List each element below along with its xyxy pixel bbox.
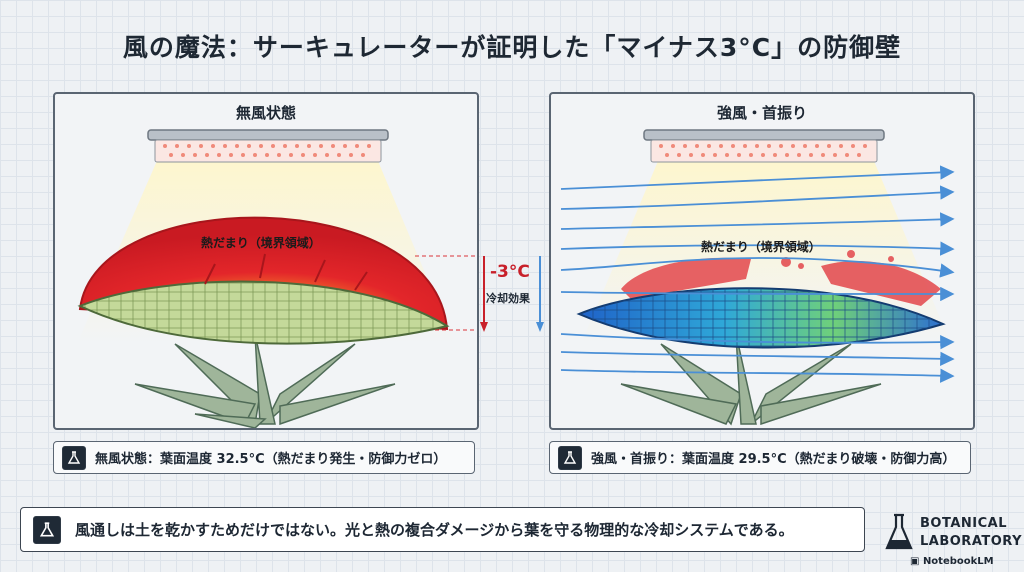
strong-wind-panel: 強風・首振り 熱だまり（境界領域） xyxy=(549,92,975,430)
brand-logo: BOTANICAL LABORATORY xyxy=(884,512,1022,556)
plant-leaves xyxy=(134,333,396,428)
strong-wind-caption-text: 強風・首振り：葉面温度 29.5°C（熱だまり破壊・防御力高） xyxy=(591,452,956,467)
no-wind-panel: 無風状態 熱だまり（境界領域） xyxy=(53,92,479,430)
credit-text: NotebookLM xyxy=(922,556,994,567)
strong-wind-caption: 強風・首振り：葉面温度 29.5°C（熱だまり破壊・防御力高） xyxy=(549,441,971,474)
wind-down-arrow-icon xyxy=(536,256,544,332)
flask-icon xyxy=(558,445,582,470)
temperature-delta: -3°C xyxy=(490,262,530,282)
credit: ▣ NotebookLM xyxy=(910,556,994,567)
page-title: 風の魔法：サーキュレーターが証明した「マイナス3°C」の防御壁 xyxy=(122,33,902,62)
leaf-spikes xyxy=(204,253,368,291)
summary-text: 風通しは土を乾かすためだけではない。光と熱の複合ダメージから葉を守る物理的な冷却… xyxy=(75,521,794,539)
no-wind-caption-text: 無風状態：葉面温度 32.5°C（熱だまり発生・防御力ゼロ） xyxy=(95,452,447,467)
led-grow-light-icon xyxy=(643,129,885,163)
no-wind-caption: 無風状態：葉面温度 32.5°C（熱だまり発生・防御力ゼロ） xyxy=(53,441,475,474)
flask-icon xyxy=(62,445,86,470)
notebook-icon: ▣ xyxy=(910,556,923,567)
cooling-effect-indicator: -3°C 冷却効果 xyxy=(480,250,544,350)
no-wind-illustration xyxy=(77,129,477,428)
summary-footer: 風通しは土を乾かすためだけではない。光と熱の複合ダメージから葉を守る物理的な冷却… xyxy=(20,507,865,552)
no-wind-heat-label: 熱だまり（境界領域） xyxy=(201,236,321,250)
strong-wind-label: 強風・首振り xyxy=(716,104,807,122)
leaf-cross-section xyxy=(77,280,450,345)
brand-line-2: LABORATORY xyxy=(920,534,1022,549)
no-wind-label: 無風状態 xyxy=(235,104,296,122)
brand-line-1: BOTANICAL xyxy=(920,516,1007,531)
flask-icon xyxy=(33,515,61,544)
led-grow-light-icon xyxy=(147,129,389,163)
strong-wind-illustration xyxy=(560,129,955,426)
temperature-drop-arrow-icon xyxy=(480,256,488,332)
wind-arrow-icon xyxy=(560,165,955,383)
flask-icon xyxy=(885,513,913,550)
cooling-effect-label: 冷却効果 xyxy=(486,292,530,305)
strong-wind-heat-label: 熱だまり（境界領域） xyxy=(701,240,821,254)
